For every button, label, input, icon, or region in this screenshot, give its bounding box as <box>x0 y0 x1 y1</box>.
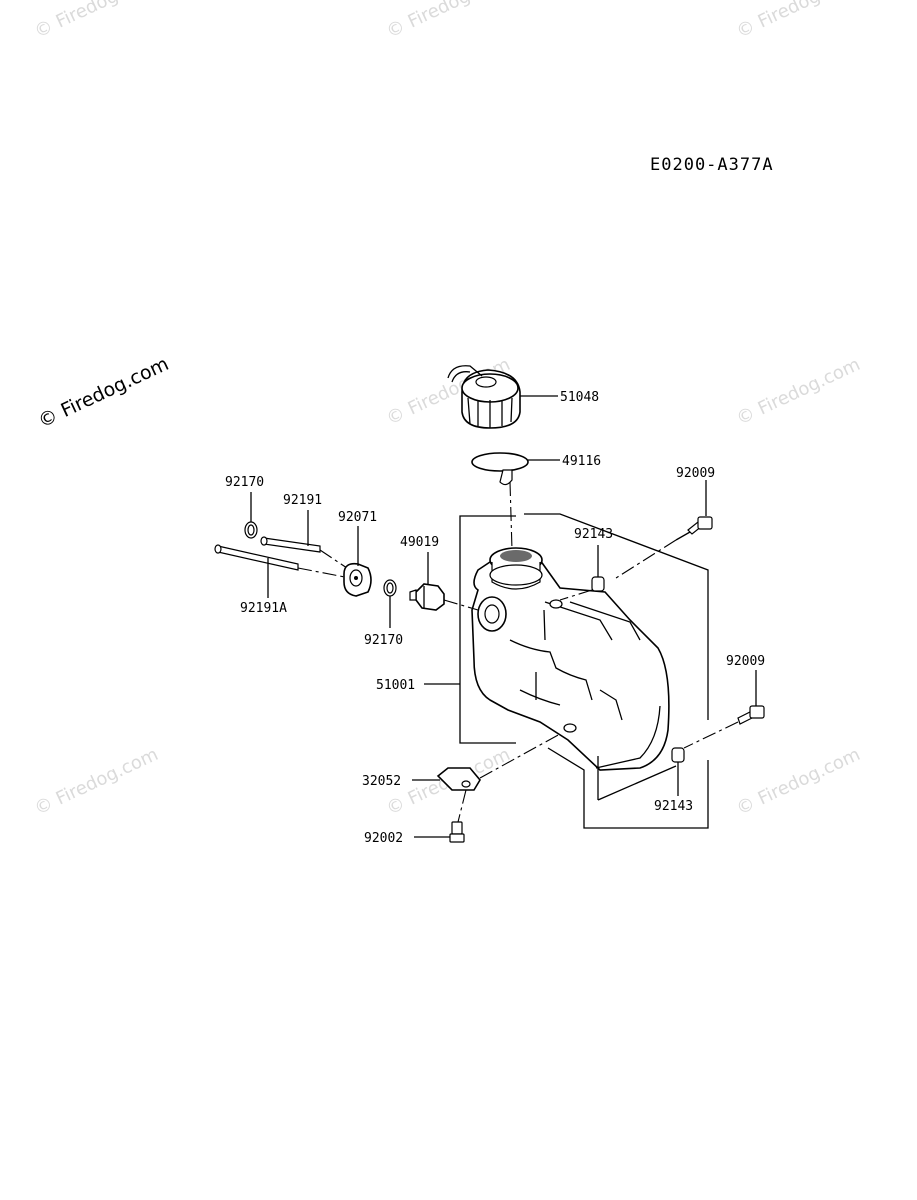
fuel-hose-long <box>214 544 299 571</box>
part-label: 92170 <box>364 633 403 648</box>
collar-lower <box>671 747 685 763</box>
watermark: © Firedog.com <box>733 0 863 43</box>
watermark: © Firedog.com <box>31 744 161 820</box>
screw <box>449 821 465 843</box>
inline-filter <box>409 583 445 611</box>
bracket <box>436 767 481 791</box>
fuel-hose <box>260 536 321 553</box>
fuel-filter <box>471 452 529 486</box>
clamp-lower <box>383 579 397 597</box>
part-label: 49019 <box>400 535 439 550</box>
grommet <box>343 562 372 597</box>
part-label: 49116 <box>562 454 601 469</box>
part-label: 92191 <box>283 493 322 508</box>
part-label: 92143 <box>574 527 613 542</box>
watermark-group: © Firedog.com © Firedog.com © Firedog.co… <box>31 0 863 820</box>
bolt-upper <box>675 516 713 541</box>
part-label: 92002 <box>364 831 403 846</box>
part-label: 92009 <box>726 654 765 669</box>
part-label: 51001 <box>376 678 415 693</box>
fuel-tank <box>471 547 670 771</box>
watermark: © Firedog.com <box>733 354 863 430</box>
bolt-lower <box>737 705 765 725</box>
watermark: © Firedog.com <box>383 0 513 43</box>
part-label: 92170 <box>225 475 264 490</box>
part-label: 92191A <box>240 601 287 616</box>
part-label: 92009 <box>676 466 715 481</box>
fuel-cap <box>447 365 521 429</box>
part-label: 92143 <box>654 799 693 814</box>
part-label: 92071 <box>338 510 377 525</box>
watermark: © Firedog.com <box>31 0 161 43</box>
part-label: 51048 <box>560 390 599 405</box>
watermark: © Firedog.com <box>733 744 863 820</box>
collar-upper <box>591 576 605 592</box>
part-label: 32052 <box>362 774 401 789</box>
diagram-code: E0200-A377A <box>650 155 774 175</box>
clamp-upper <box>244 521 258 539</box>
watermark-main: © Firedog.com <box>35 353 172 433</box>
